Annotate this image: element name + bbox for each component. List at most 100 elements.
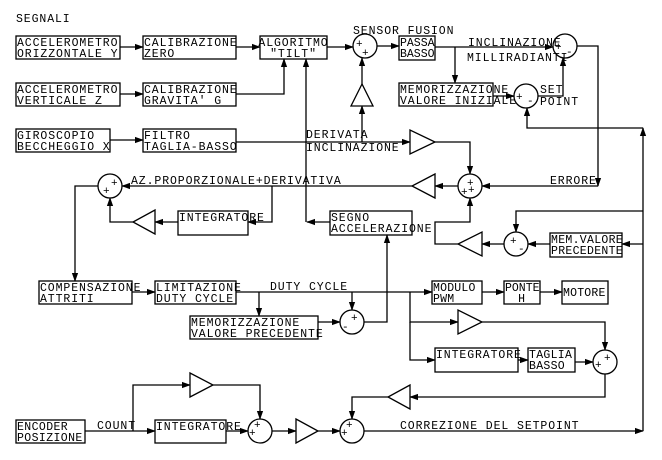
block-label: PRECEDENTE [551, 245, 623, 258]
summing-junction-pid: + + + [457, 173, 483, 199]
gain-triangle-count [189, 371, 215, 399]
block-label: MOTORE [563, 287, 606, 300]
label-duty-cycle: DUTY CYCLE [270, 281, 348, 294]
summing-junction-sensor-fusion: + + [352, 33, 378, 60]
line-sum7-segno [364, 234, 391, 323]
block-label: DUTY CYCLE [156, 293, 234, 306]
line-amp7-sum9 [348, 396, 388, 420]
sign: + [351, 313, 358, 325]
block-label: VERTICALE Z [17, 95, 103, 108]
block-label: TAGLIA [529, 349, 572, 362]
block-label: POSIZIONE [17, 432, 83, 445]
block-label: ACCELEROMETRO [17, 84, 118, 97]
block-label: MODULO [433, 282, 476, 295]
sign: + [467, 178, 474, 190]
block-label: BASSO [400, 48, 435, 61]
label-count: COUNT [97, 420, 136, 433]
block-label: ACCELEROMETRO [17, 37, 118, 50]
label-inclinazione: INCLINAZIONE [468, 37, 562, 50]
line-to-integ2 [409, 322, 436, 364]
diagram-title: SEGNALI [16, 13, 71, 26]
label-point: POINT [540, 96, 579, 109]
summing-junction-setpoint-error: + - [552, 33, 578, 59]
summing-junction-setpoint: + - [513, 83, 539, 109]
summing-junction-duty-diff: + - [339, 309, 365, 335]
label-correzione-setpoint: CORREZIONE DEL SETPOINT [400, 420, 579, 433]
block-compensazione-attriti: COMPENSAZIONE ATTRITI [38, 280, 141, 306]
sign: + [111, 178, 118, 190]
line-amp-sum4 [435, 141, 474, 175]
sign: - [342, 322, 349, 334]
block-label: BECCHEGGIO X [17, 141, 111, 154]
summing-junction-pi: + + [97, 173, 123, 199]
block-label: INTEGRATORE [179, 212, 265, 225]
block-label: CALIBRAZIONE [144, 37, 238, 50]
label-az-proporzionale-derivativa: AZ.PROPORZIONALE+DERIVATIVA [131, 175, 342, 188]
block-label: MEMORIZZAZIONE [191, 317, 300, 330]
block-label: SEGNO [331, 212, 370, 225]
gain-triangle-feedback [386, 383, 411, 411]
block-label: BASSO [529, 360, 565, 373]
block-label: MEM.VALORE [551, 234, 623, 247]
block-memorizzazione-valore-iniziale: MEMORIZZAZIONE VALORE INIZIALE [398, 82, 517, 108]
sign: + [510, 236, 517, 248]
label-set: SET [540, 84, 563, 97]
line-to-integ1 [247, 186, 273, 226]
block-label: INTEGRATORE [436, 349, 522, 362]
sign: + [516, 92, 523, 104]
sign: + [604, 353, 611, 365]
block-label: CALIBRAZIONE [144, 84, 238, 97]
sign: + [254, 420, 261, 432]
summing-junction-position: + + [247, 418, 273, 444]
block-label: H [518, 293, 526, 306]
block-modulo-pwm: MODULO PWM [431, 280, 483, 306]
block-label: VALORE PRECEDENTE [191, 328, 324, 341]
gain-triangle-derivata [409, 128, 437, 156]
block-accelerometro-verticale: ACCELEROMETRO VERTICALE Z [15, 82, 121, 108]
block-algoritmo-tilt: ALGORITMO "TILT" [258, 35, 328, 61]
block-label: INTEGRATORE [156, 421, 242, 434]
block-label: PWM [433, 293, 454, 306]
block-limitazione-duty-cycle: LIMITAZIONE DUTY CYCLE [154, 280, 241, 306]
block-label: ACCELERAZIONE [331, 223, 432, 236]
sign: + [249, 428, 256, 440]
sign: + [346, 420, 353, 432]
sign: - [566, 47, 573, 59]
line-amp6-sum8 [482, 321, 609, 351]
sign: + [103, 186, 110, 198]
line-errore-down [577, 45, 602, 187]
block-taglia-basso: TAGLIA BASSO [527, 347, 576, 373]
line-sum5-comp [71, 185, 98, 282]
line-count-branch [132, 381, 191, 431]
block-label: TAGLIA-BASSO [144, 141, 238, 154]
sign: + [468, 185, 475, 197]
label-derivata-inclinazione: INCLINAZIONE [306, 142, 400, 155]
sign: + [461, 187, 468, 199]
block-memorizzazione-valore-precedente: MEMORIZZAZIONE VALORE PRECEDENTE [189, 315, 324, 341]
sign: + [555, 42, 562, 54]
sign: - [518, 244, 525, 256]
line-amp-sum5 [106, 197, 133, 223]
block-label: ZERO [144, 48, 175, 61]
block-label: MEMORIZZAZIONE [400, 84, 509, 97]
block-passa-basso: PASSA BASSO [398, 35, 436, 61]
block-segno-accelerazione: SEGNO ACCELERAZIONE [329, 210, 432, 236]
block-calibrazione-gravita: CALIBRAZIONE GRAVITA' G [142, 82, 238, 108]
block-mem-valore-precedente: MEM.VALORE PRECEDENTE [549, 232, 623, 258]
block-label: ENCODER [17, 421, 68, 434]
block-label: GRAVITA' G [144, 95, 222, 108]
block-label: ALGORITMO [258, 37, 328, 50]
block-label: VALORE INIZIALE [400, 95, 517, 108]
sign: + [595, 360, 602, 372]
block-label: COMPENSAZIONE [40, 282, 141, 295]
gain-triangle-integrale [131, 208, 156, 236]
line-to-sum6 [512, 210, 643, 233]
signal-lines [71, 42, 647, 435]
label-derivata: DERIVATA [306, 129, 368, 142]
block-calibrazione-zero: CALIBRAZIONE ZERO [142, 35, 238, 61]
gain-triangle-fusion [349, 82, 375, 107]
block-giroscopio: GIROSCOPIO BECCHEGGIO X [15, 128, 111, 154]
block-ponte-h: PONTE H [503, 280, 541, 306]
label-sensor-fusion: SENSOR FUSION [353, 25, 454, 38]
